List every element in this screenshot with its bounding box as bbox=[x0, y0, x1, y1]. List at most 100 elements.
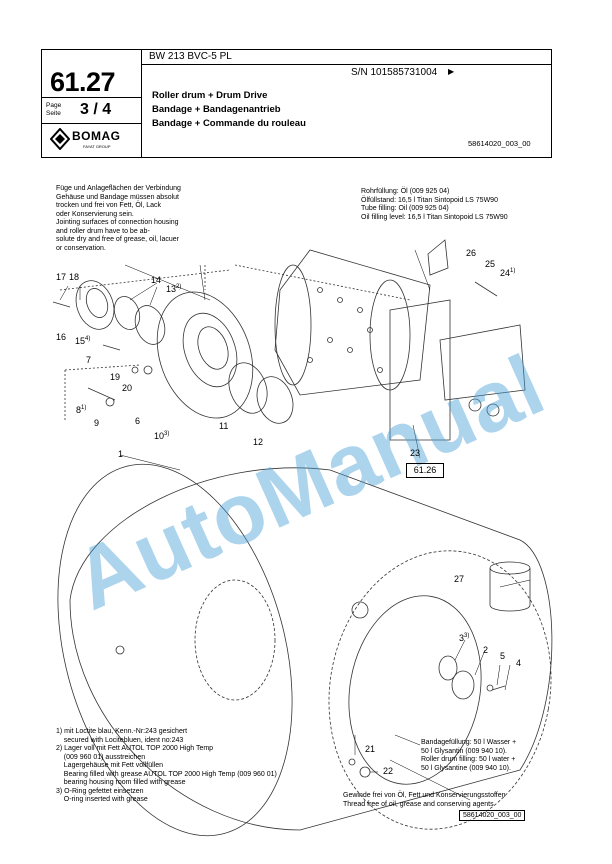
part-label: 16 bbox=[56, 332, 67, 342]
part-label: 103) bbox=[154, 431, 170, 441]
hydraulic-motor bbox=[439, 324, 526, 401]
header-divider bbox=[141, 64, 551, 65]
part-label: 27 bbox=[454, 574, 465, 584]
drum-rear-face bbox=[328, 550, 552, 830]
seal-14 bbox=[113, 296, 141, 330]
title-en: Roller drum + Drum Drive bbox=[152, 90, 268, 101]
part-label: 241) bbox=[500, 268, 516, 278]
screw-25 bbox=[474, 281, 498, 297]
page-label: Page Seite bbox=[46, 102, 62, 117]
drum-body bbox=[69, 467, 553, 831]
part-label: 7 bbox=[86, 355, 92, 365]
title-fr: Bandage + Commande du rouleau bbox=[152, 118, 306, 129]
header-divider bbox=[42, 97, 141, 98]
housing-disk-hub bbox=[197, 326, 229, 370]
part-label: 18 bbox=[69, 272, 80, 282]
note-drum-filling: Bandagefüllung: 50 l Wasser + 50 l Glysa… bbox=[421, 739, 517, 772]
part-label: 17 bbox=[56, 272, 67, 282]
leader-lines bbox=[59, 249, 531, 801]
motor-bolt bbox=[357, 307, 363, 313]
part-label: 132) bbox=[166, 284, 182, 294]
mounting-plate bbox=[389, 299, 451, 441]
title-de: Bandage + Bandagenantrieb bbox=[152, 104, 281, 115]
part-label: 9 bbox=[94, 418, 100, 428]
screw-7 bbox=[102, 344, 121, 351]
part-label: 33) bbox=[459, 633, 470, 643]
drum-hole bbox=[115, 645, 125, 655]
part-label: 12 bbox=[253, 437, 264, 447]
o-ring-3 bbox=[438, 655, 458, 681]
part-label: 5 bbox=[500, 651, 506, 661]
motor-bolt bbox=[307, 357, 313, 363]
note-bottom-left: 1) mit Loctite blau, Kenn.-Nr:243 gesich… bbox=[56, 728, 277, 803]
oil-can-body bbox=[489, 568, 531, 612]
o-ring-12 bbox=[256, 376, 294, 424]
motor-bolt bbox=[337, 297, 343, 303]
drum-hole bbox=[351, 601, 369, 619]
part-label: 4 bbox=[516, 658, 522, 668]
motor-bolt bbox=[317, 287, 323, 293]
reference-box: 61.26 bbox=[406, 463, 444, 478]
part-label: 11 bbox=[219, 421, 229, 431]
plug-22 bbox=[359, 766, 371, 778]
screw-17 bbox=[52, 301, 71, 308]
drum-front-rim bbox=[57, 463, 293, 837]
part-label: 22 bbox=[383, 766, 394, 776]
screw-4 bbox=[491, 685, 506, 691]
part-label: 154) bbox=[75, 336, 91, 346]
cover-16 bbox=[75, 280, 115, 330]
drum-flange bbox=[194, 579, 276, 701]
part-label: 21 bbox=[365, 744, 376, 754]
cover-2 bbox=[451, 670, 475, 700]
bomag-logo: BOMAG FAYAT GROUP bbox=[50, 127, 136, 153]
part-label: 1 bbox=[118, 449, 124, 459]
housing-disk bbox=[156, 291, 254, 419]
part-label: 81) bbox=[76, 405, 87, 415]
motor-bolt bbox=[377, 367, 383, 373]
cover-16-inner bbox=[85, 288, 109, 318]
drive-motor-end bbox=[274, 264, 312, 386]
washer-21 bbox=[348, 758, 356, 766]
part-label: 25 bbox=[485, 259, 496, 269]
header-divider bbox=[42, 123, 141, 124]
part-label: 2 bbox=[483, 645, 489, 655]
part-label: 14 bbox=[151, 275, 162, 285]
part-label: 6 bbox=[135, 416, 141, 426]
bracket-26 bbox=[427, 239, 449, 276]
header-divider bbox=[141, 50, 142, 157]
logo-subtext: FAYAT GROUP bbox=[83, 144, 111, 149]
hydraulic-fitting bbox=[486, 403, 500, 417]
part-label: 19 bbox=[110, 372, 121, 382]
drive-motor-body bbox=[274, 249, 431, 396]
header-table: BW 213 BVC-5 PL S/N 101585731004 ▶ 61.27… bbox=[41, 49, 552, 158]
o-ring-11 bbox=[228, 362, 268, 414]
washer-20 bbox=[143, 365, 153, 375]
part-label: 20 bbox=[122, 383, 133, 393]
section-number: 61.27 bbox=[50, 67, 116, 97]
drawing-code: 58614020_003_00 bbox=[468, 139, 531, 148]
washer-19 bbox=[131, 366, 139, 374]
washer-5 bbox=[486, 684, 494, 692]
note-top-right: Rohrfüllung: Öl (009 925 04) Ölfüllstand… bbox=[361, 188, 508, 221]
note-thread: Gewinde frei von Öl, Fett und Konservier… bbox=[343, 792, 506, 808]
serial-arrow-icon: ▶ bbox=[448, 67, 455, 76]
washer-9 bbox=[105, 397, 115, 407]
guide-lines bbox=[59, 264, 411, 420]
serial-number: S/N 101585731004 bbox=[351, 67, 438, 78]
model-name: BW 213 BVC-5 PL bbox=[149, 51, 232, 62]
part-label: 23 bbox=[410, 448, 421, 458]
note-top-left: Füge und Anlageflächen der Verbindung Ge… bbox=[56, 185, 181, 252]
motor-bolt bbox=[327, 337, 333, 343]
part-label: 26 bbox=[466, 248, 477, 258]
drawing-code-bottom: 58614020_003_00 bbox=[459, 810, 526, 821]
page-number: 3 / 4 bbox=[80, 101, 112, 118]
housing-disk-inner bbox=[182, 312, 238, 388]
motor-bolt bbox=[367, 327, 373, 333]
logo-text: BOMAG bbox=[72, 129, 121, 143]
drum-rear-face-inner bbox=[348, 595, 482, 785]
motor-bolt bbox=[347, 347, 353, 353]
logo-diamond-icon bbox=[50, 128, 70, 150]
oil-can-top bbox=[489, 561, 531, 575]
bearing-13 bbox=[134, 305, 166, 345]
